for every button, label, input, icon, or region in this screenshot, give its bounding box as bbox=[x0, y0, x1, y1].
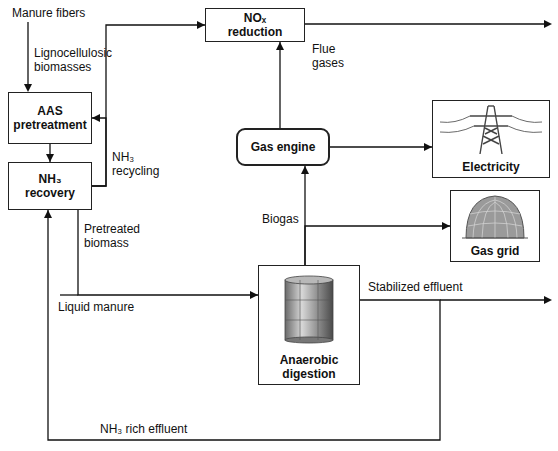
flow-arrow bbox=[92, 21, 205, 186]
flow-label: Lignocellulosic biomasses bbox=[34, 46, 126, 74]
liquid-manure-line bbox=[60, 295, 78, 296]
flow-label: Flue gases bbox=[312, 42, 356, 70]
arrowhead bbox=[442, 222, 450, 230]
connector-line bbox=[78, 210, 258, 295]
effluent-out-arrow bbox=[440, 296, 552, 304]
arrowhead bbox=[424, 143, 432, 151]
flow-arrow bbox=[305, 222, 450, 265]
flow-label: NH₃ rich effluent bbox=[100, 422, 187, 436]
pylon-icon bbox=[440, 106, 542, 154]
flow-arrow bbox=[330, 143, 432, 151]
connector-line bbox=[92, 118, 106, 186]
flow-label: Manure fibers bbox=[12, 6, 85, 20]
gas-holder-icon bbox=[462, 196, 528, 238]
process-box: NOₓ reduction bbox=[205, 8, 305, 42]
flow-arrow bbox=[92, 114, 106, 186]
flow-arrow bbox=[44, 210, 440, 440]
process-box: AAS pretreatment bbox=[8, 92, 92, 144]
node-text: Anaerobic digestion bbox=[264, 353, 354, 381]
arrowhead bbox=[46, 154, 54, 162]
flow-label: Pretreated biomass bbox=[84, 222, 156, 250]
arrowhead bbox=[44, 210, 52, 218]
connector-line bbox=[279, 42, 280, 128]
node-text: NOₓ reduction bbox=[223, 11, 287, 39]
flow-label: NH₃ recycling bbox=[112, 150, 174, 178]
arrowhead bbox=[197, 21, 205, 29]
digester-box: Anaerobic digestion bbox=[258, 265, 360, 385]
flue-gas-arrow bbox=[305, 20, 552, 28]
output-box: Gas grid bbox=[450, 190, 540, 262]
arrowhead bbox=[250, 291, 258, 299]
arrowhead bbox=[92, 114, 100, 122]
flow-label: Liquid manure bbox=[58, 300, 134, 314]
flow-arrow bbox=[78, 210, 258, 299]
node-text: Gas engine bbox=[251, 140, 316, 154]
manure-input-arrow bbox=[24, 22, 32, 92]
node-text: Electricity bbox=[462, 160, 519, 174]
output-box: Electricity bbox=[432, 100, 550, 178]
connector-line bbox=[48, 210, 440, 440]
node-text: NH₃ recovery bbox=[18, 172, 82, 200]
node-text: AAS pretreatment bbox=[13, 104, 87, 132]
arrowhead bbox=[276, 42, 284, 50]
flow-label: Stabilized effluent bbox=[368, 280, 463, 294]
flow-arrow bbox=[276, 42, 284, 128]
flow-arrow bbox=[46, 144, 54, 162]
process-box: NH₃ recovery bbox=[8, 162, 92, 210]
connector-line bbox=[305, 226, 450, 265]
flow-label: Biogas bbox=[262, 212, 299, 226]
connector-line bbox=[330, 146, 432, 147]
arrowhead bbox=[301, 166, 309, 174]
engine-box: Gas engine bbox=[236, 128, 330, 166]
node-text: Gas grid bbox=[471, 244, 520, 258]
digester-tank-icon bbox=[285, 276, 333, 343]
